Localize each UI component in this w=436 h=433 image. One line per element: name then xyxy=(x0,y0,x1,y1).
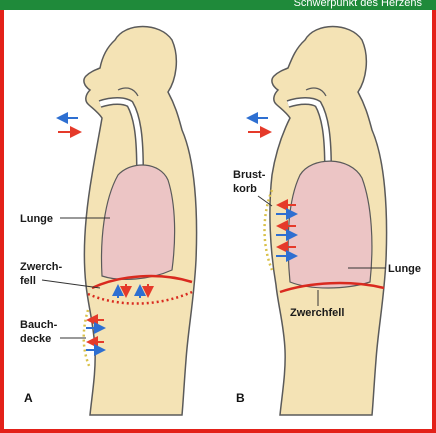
abdominal-wall-dotted-a xyxy=(84,310,90,368)
panel-a: Lunge Zwerch- fell Bauch- decke A xyxy=(20,27,197,416)
label-brustkorb-b-1: Brust- xyxy=(233,169,266,181)
panel-letter-a: A xyxy=(24,391,33,405)
lung-b xyxy=(288,161,372,288)
label-zwerchfell-a-2: fell xyxy=(20,275,36,287)
panel-letter-b: B xyxy=(236,391,245,405)
panel-b: Brust- korb Lunge Zwerchfell B xyxy=(233,27,421,416)
label-lunge-a: Lunge xyxy=(20,213,53,225)
label-bauchdecke-a-2: decke xyxy=(20,333,51,345)
label-lunge-b: Lunge xyxy=(388,263,421,275)
label-zwerchfell-b: Zwerchfell xyxy=(290,307,344,319)
label-zwerchfell-a-1: Zwerch- xyxy=(20,261,63,273)
label-bauchdecke-a-1: Bauch- xyxy=(20,319,58,331)
label-brustkorb-b-2: korb xyxy=(233,183,257,195)
